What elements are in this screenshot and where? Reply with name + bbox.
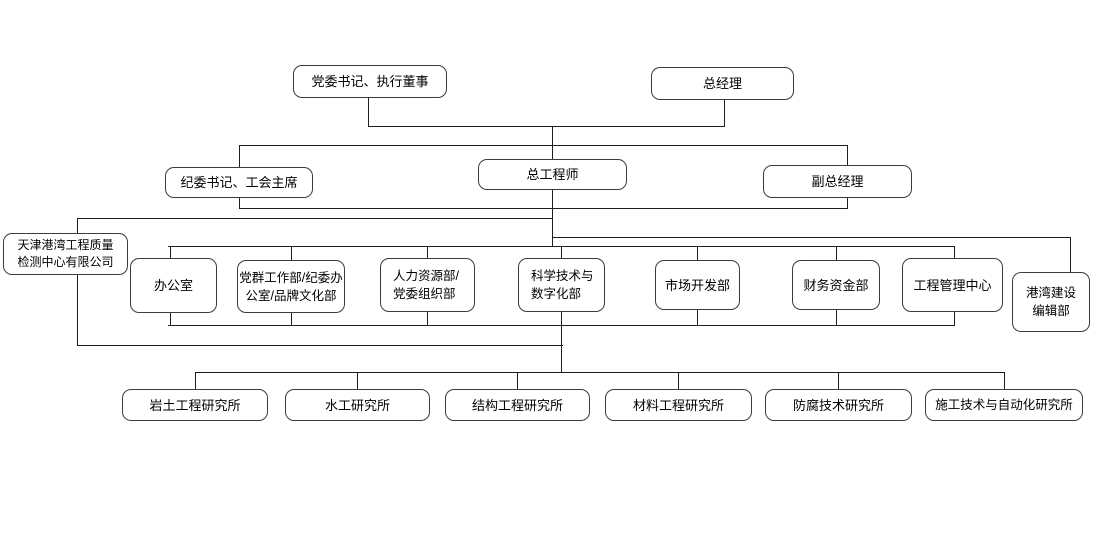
connector-line (678, 372, 679, 390)
connector-line (954, 312, 955, 325)
node-finance-capital-dept: 财务资金部 (792, 260, 880, 310)
node-materials-engineering-institute: 材料工程研究所 (605, 389, 752, 421)
connector-line (195, 372, 1005, 373)
connector-line (697, 246, 698, 260)
connector-line (552, 237, 1071, 238)
connector-line (239, 145, 848, 146)
connector-line (368, 126, 725, 127)
connector-line (838, 372, 839, 390)
connector-line (427, 246, 428, 258)
node-label: 施工技术与自动化研究所 (935, 397, 1073, 412)
node-label: 岩土工程研究所 (149, 397, 241, 413)
connector-line (368, 98, 369, 126)
node-label: 党群工作部/纪委办 公室/品牌文化部 (239, 270, 343, 303)
connector-line (561, 246, 562, 258)
connector-line (561, 312, 562, 372)
node-label: 办公室 (153, 278, 193, 293)
node-structural-engineering-institute: 结构工程研究所 (445, 389, 590, 421)
node-label: 材料工程研究所 (632, 397, 724, 413)
node-label: 副总经理 (811, 174, 864, 189)
node-general-manager: 总经理 (651, 67, 794, 100)
node-label: 港湾建设 编辑部 (1025, 286, 1076, 318)
connector-line (239, 208, 848, 209)
connector-line (77, 218, 78, 345)
connector-line (77, 345, 563, 346)
node-label: 纪委书记、工会主席 (180, 175, 298, 190)
connector-line (291, 246, 292, 260)
node-party-mass-work-discipline-brand-dept: 党群工作部/纪委办 公室/品牌文化部 (237, 260, 345, 313)
node-hr-party-organization-dept: 人力资源部/ 党委组织部 (380, 258, 475, 312)
connector-line (836, 310, 837, 325)
node-label: 水工研究所 (324, 397, 390, 413)
connector-line (836, 246, 837, 260)
connector-line (552, 190, 553, 246)
node-engineering-management-center: 工程管理中心 (902, 258, 1003, 312)
node-deputy-general-manager: 副总经理 (763, 165, 912, 198)
node-label: 结构工程研究所 (471, 397, 563, 413)
node-construction-technology-automation-institute: 施工技术与自动化研究所 (925, 389, 1083, 421)
node-market-development-dept: 市场开发部 (655, 260, 740, 310)
connector-line (954, 246, 955, 258)
node-general-office: 办公室 (130, 258, 217, 313)
connector-line (427, 312, 428, 325)
connector-line (170, 313, 171, 325)
connector-line (1070, 237, 1071, 272)
connector-line (517, 372, 518, 390)
node-geotechnical-engineering-institute: 岩土工程研究所 (122, 389, 268, 421)
node-label: 天津港湾工程质量 检测中心有限公司 (17, 238, 114, 269)
node-tianjin-harbor-quality-inspection-center: 天津港湾工程质量 检测中心有限公司 (3, 233, 128, 275)
node-harbor-construction-editorial-office: 港湾建设 编辑部 (1012, 272, 1090, 332)
connector-line (77, 218, 553, 219)
node-hydraulic-engineering-institute: 水工研究所 (285, 389, 430, 421)
node-chief-engineer: 总工程师 (478, 159, 627, 190)
node-party-committee-secretary-executive-director: 党委书记、执行董事 (293, 65, 447, 98)
connector-line (1004, 372, 1005, 390)
node-discipline-inspection-secretary-union-chairman: 纪委书记、工会主席 (165, 167, 313, 198)
node-anticorrosion-technology-institute: 防腐技术研究所 (765, 389, 912, 421)
node-label: 市场开发部 (664, 277, 730, 293)
node-label: 总经理 (702, 76, 742, 91)
connector-line (357, 372, 358, 390)
node-label: 工程管理中心 (913, 277, 992, 293)
node-label: 防腐技术研究所 (792, 397, 884, 413)
connector-line (697, 310, 698, 325)
node-label: 人力资源部/ 党委组织部 (393, 269, 459, 301)
connector-line (170, 246, 171, 258)
connector-line (195, 372, 196, 390)
connector-line (291, 313, 292, 325)
node-label: 科学技术与 数字化部 (531, 269, 594, 301)
node-label: 党委书记、执行董事 (311, 74, 429, 89)
node-label: 财务资金部 (803, 277, 869, 293)
connector-line (724, 100, 725, 126)
node-science-technology-digitalization-dept: 科学技术与 数字化部 (518, 258, 605, 312)
node-label: 总工程师 (526, 167, 579, 182)
connector-line (552, 126, 553, 159)
